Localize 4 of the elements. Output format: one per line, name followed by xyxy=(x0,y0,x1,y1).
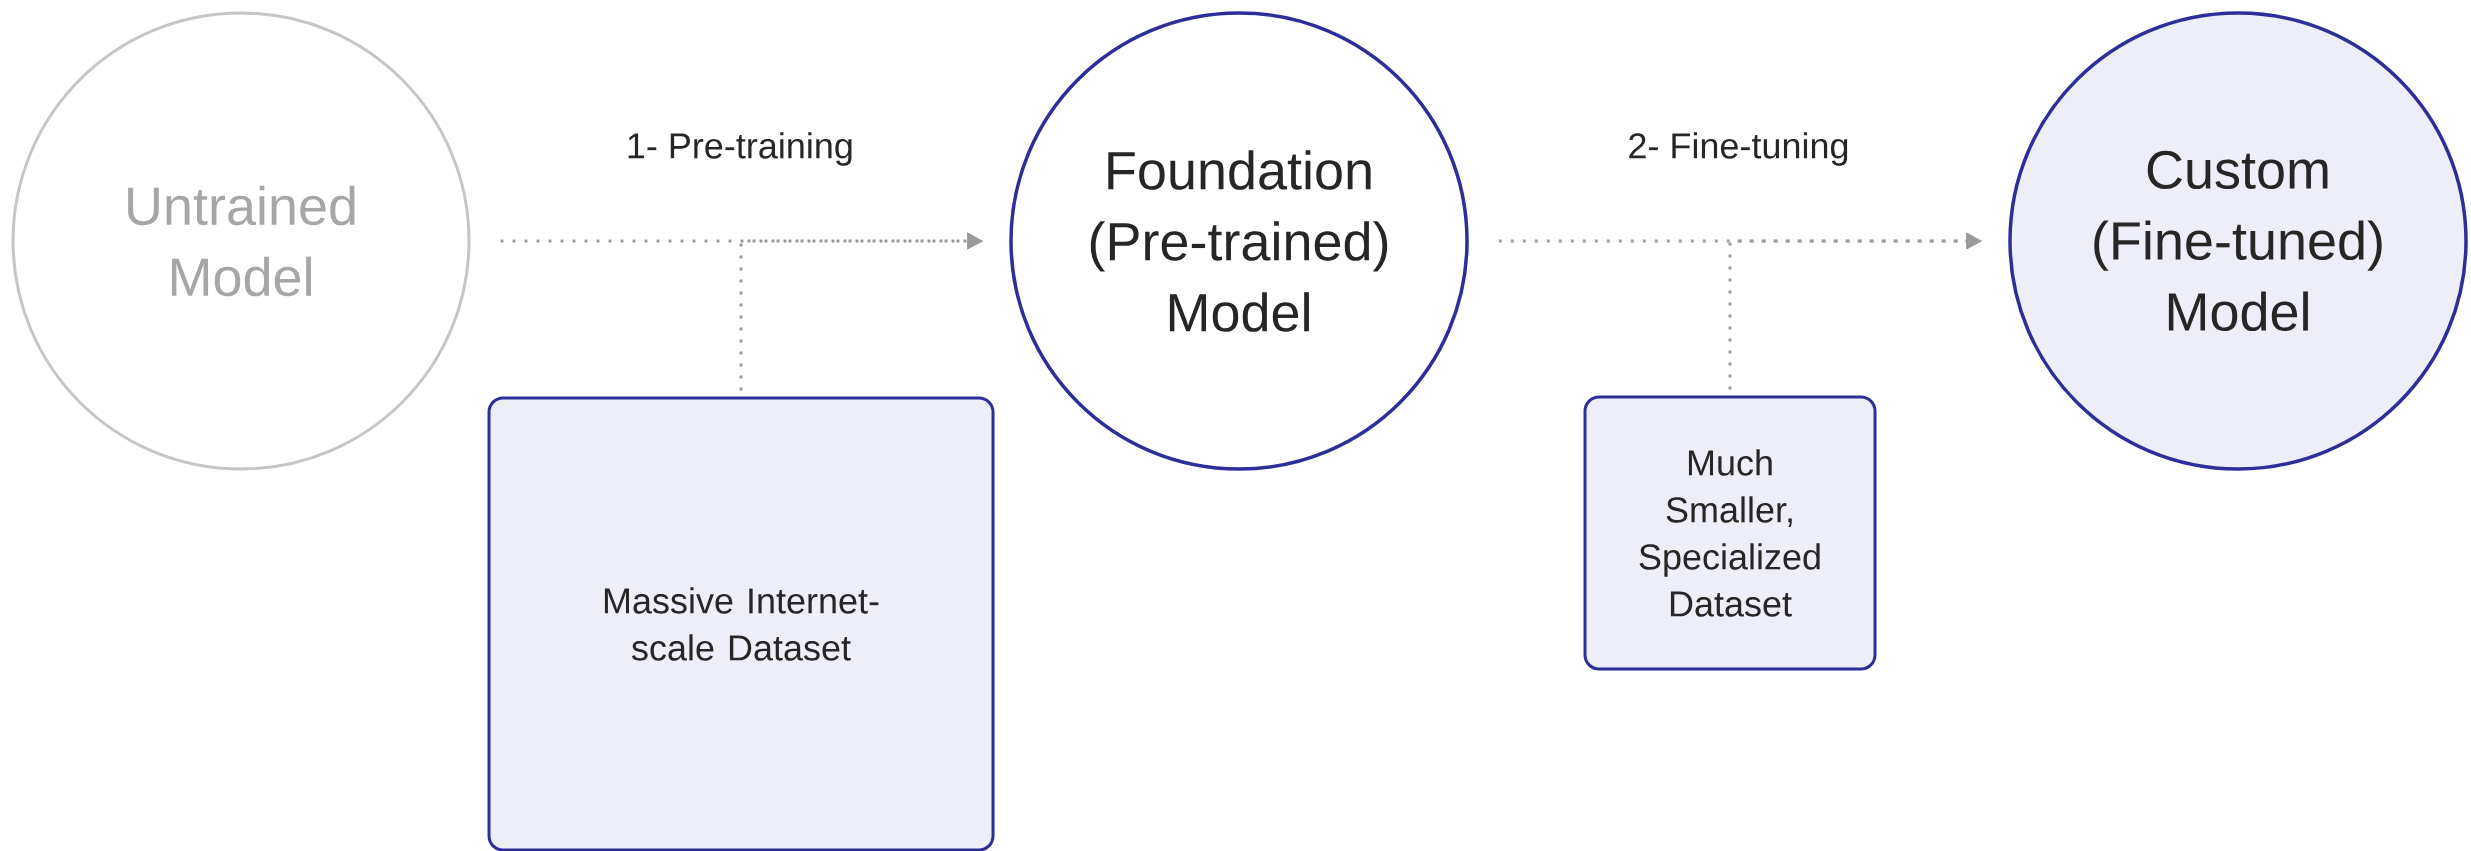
dataset-box: Much Smaller, Specialized Dataset xyxy=(1583,395,1877,671)
edge-label: 2- Fine-tuning xyxy=(1624,129,1853,169)
dataset-box: Massive Internet-scale Dataset xyxy=(487,396,995,851)
edge-label: 1- Pre-training xyxy=(622,129,857,169)
